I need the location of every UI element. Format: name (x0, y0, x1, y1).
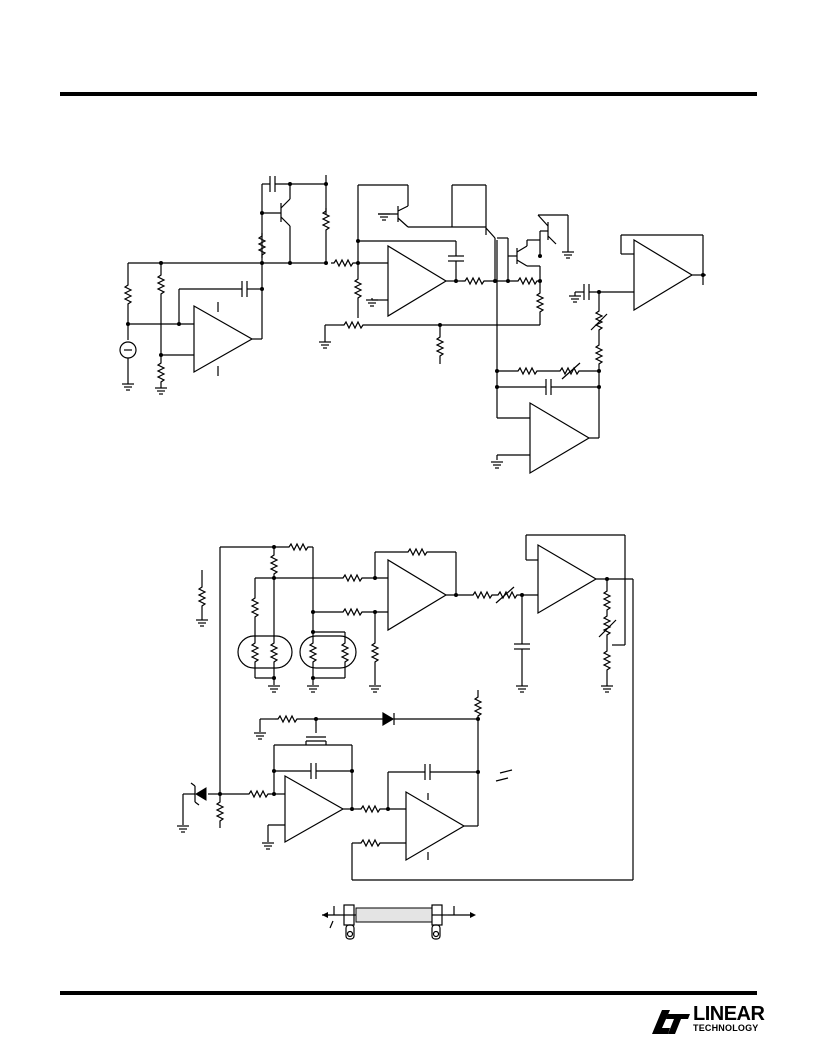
op-amp-1 (193, 304, 254, 374)
upper-circuit (119, 175, 706, 475)
zener-reference-icon (195, 787, 207, 801)
thermistor-icon (309, 639, 317, 666)
footer-rule (60, 991, 757, 995)
op-amp-6 (537, 543, 598, 615)
logo-line-2: TECHNOLOGY (693, 1023, 759, 1033)
resistor (357, 839, 384, 847)
op-amp-8 (405, 790, 466, 862)
ground-icon (365, 299, 379, 307)
lower-circuit (176, 534, 634, 881)
resistor (536, 289, 544, 316)
ground-icon (261, 842, 275, 850)
op-amp-7 (284, 774, 345, 844)
thermistor-icon (270, 639, 278, 666)
resistor (603, 647, 611, 674)
header-rule (60, 92, 757, 96)
resistor (514, 277, 541, 285)
ground-icon (515, 685, 529, 693)
resistor (339, 574, 366, 582)
trim-resistor-icon (603, 612, 611, 639)
ground-icon (368, 685, 382, 693)
resistor (436, 333, 444, 360)
ground-icon (377, 213, 391, 221)
op-amp-5 (387, 558, 448, 632)
resistor (371, 639, 379, 666)
potentiometer-icon (340, 321, 367, 329)
resistor (595, 341, 603, 368)
ground-icon (195, 619, 209, 627)
ground-icon (154, 387, 168, 395)
resistor (339, 608, 366, 616)
resistor (330, 259, 357, 267)
resistor (124, 281, 132, 308)
resistor (474, 693, 482, 720)
logo-line-1: LINEAR (693, 1003, 765, 1025)
resistor (357, 805, 384, 813)
resistor (245, 790, 272, 798)
resistor (270, 551, 278, 578)
ground-icon (121, 383, 135, 391)
op-amp-4 (529, 401, 591, 475)
thermistor-icon (251, 639, 259, 666)
resistor (603, 587, 611, 614)
ground-icon (490, 461, 504, 469)
resistor (404, 548, 431, 556)
resistor (157, 359, 165, 386)
resistor (251, 594, 259, 621)
probe-sketch (322, 904, 476, 940)
resistor (274, 715, 301, 723)
ground-icon (600, 685, 614, 693)
ground-icon (561, 251, 575, 259)
resistor (354, 275, 362, 302)
linear-technology-logo: LINEAR TECHNOLOGY (648, 1004, 765, 1036)
ground-icon (267, 685, 281, 693)
resistor (157, 271, 165, 298)
ground-icon (253, 732, 267, 740)
resistor (198, 583, 206, 610)
thermistor-pair-left (237, 635, 293, 669)
diode-icon (382, 711, 395, 727)
op-amp-2 (387, 244, 448, 318)
thermistor-pair-right (299, 635, 357, 669)
thermistor-icon (341, 639, 349, 666)
lt-logo-icon (652, 1010, 690, 1034)
ground-icon (568, 295, 582, 303)
resistor (216, 798, 224, 825)
resistor (514, 367, 541, 375)
ground-icon (306, 685, 320, 693)
ground-icon (318, 341, 332, 349)
heated-element (355, 907, 433, 923)
ground-icon (176, 825, 190, 833)
resistor (285, 543, 312, 551)
resistor (461, 277, 488, 285)
op-amp-3 (633, 238, 694, 312)
resistor (469, 591, 496, 599)
